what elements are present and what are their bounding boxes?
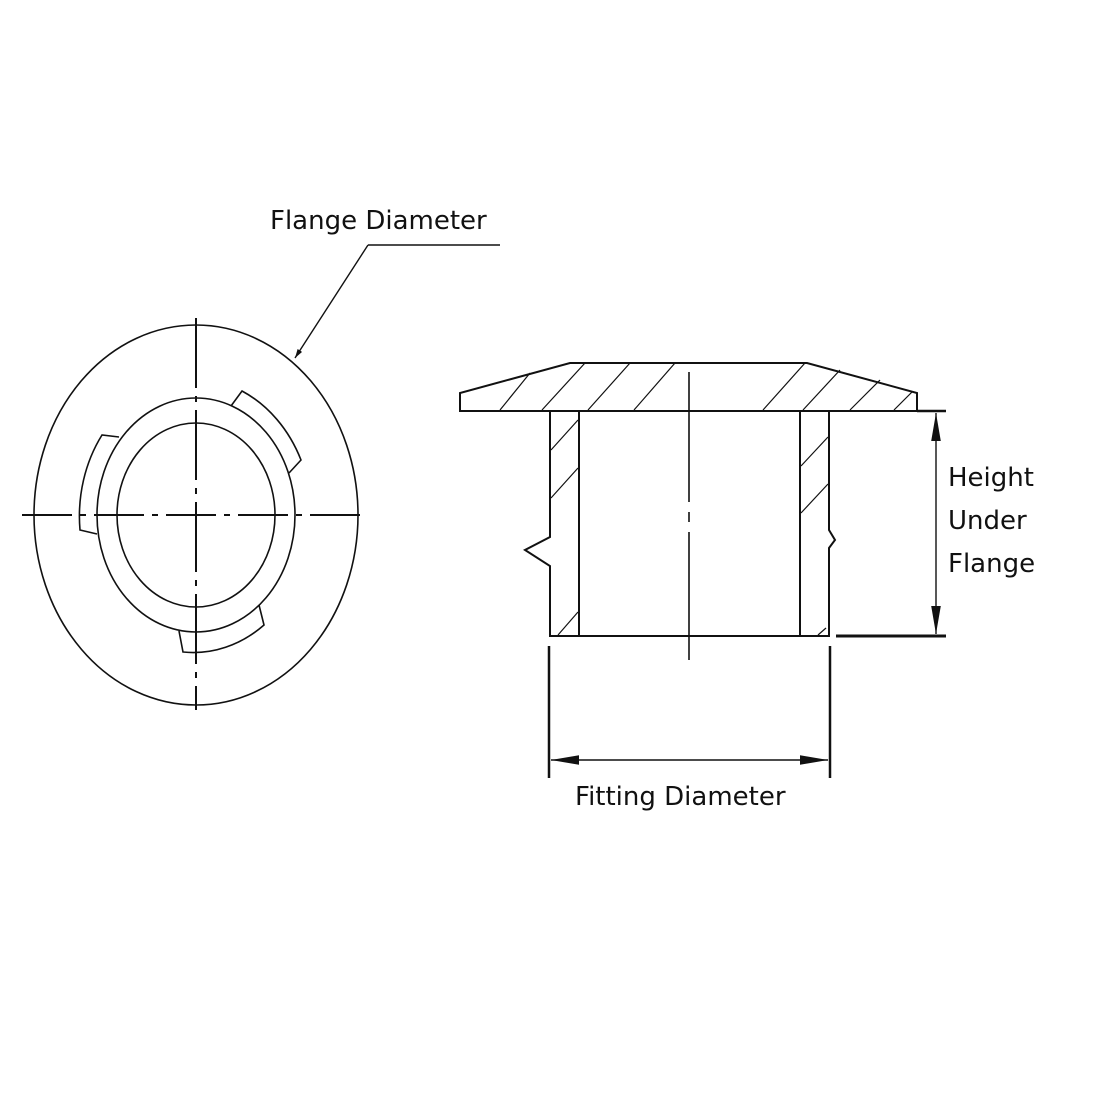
tube-section bbox=[523, 411, 837, 637]
hatching bbox=[499, 362, 913, 636]
height-under-flange-label-line3: Flange bbox=[948, 549, 1036, 579]
height-under-flange-label-line2: Under bbox=[948, 506, 1027, 536]
height-dimension bbox=[836, 409, 946, 638]
height-under-flange-label-line1: Height bbox=[948, 463, 1034, 493]
fitting-diameter-label: Fitting Diameter bbox=[575, 782, 786, 812]
retaining-tab bbox=[78, 434, 120, 535]
fitting-dimension bbox=[547, 646, 832, 778]
section-view bbox=[459, 362, 918, 660]
retaining-tab bbox=[230, 389, 302, 474]
retaining-tab bbox=[178, 604, 265, 654]
plan-view bbox=[22, 318, 368, 710]
flange-diameter-leader bbox=[294, 244, 500, 359]
flange-diameter-label: Flange Diameter bbox=[270, 206, 487, 236]
